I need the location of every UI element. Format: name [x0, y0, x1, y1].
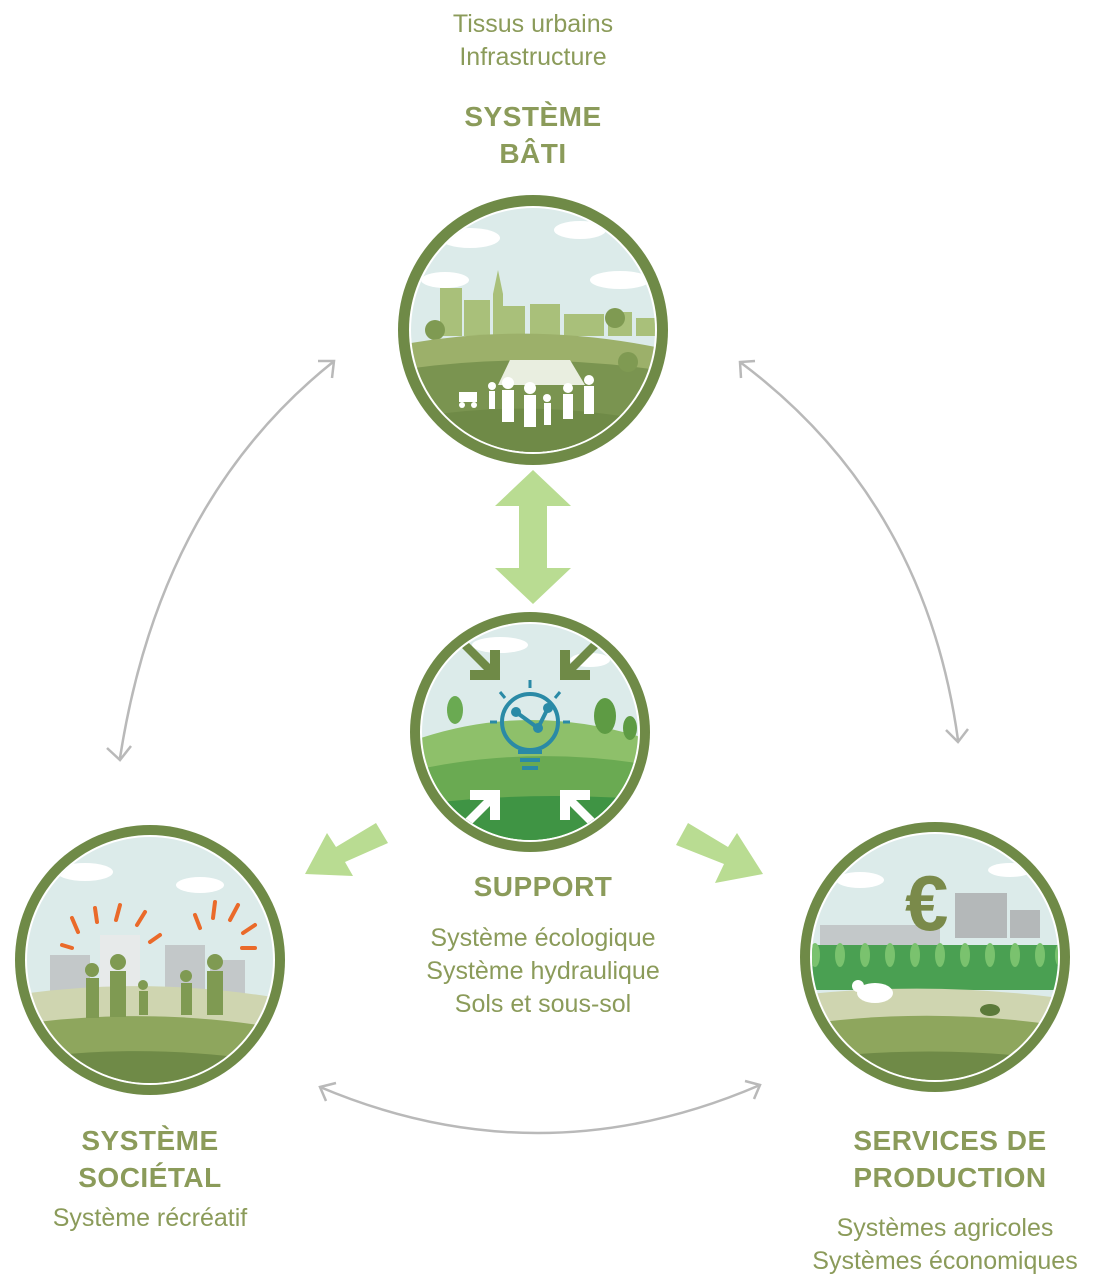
connector-bati-production: [738, 359, 969, 744]
production-details: Systèmes agricoles Systèmes économiques: [795, 1212, 1095, 1278]
production-title-line2: PRODUCTION: [853, 1162, 1047, 1193]
societal-title-line1: SYSTÈME: [81, 1125, 219, 1156]
bati-title: SYSTÈME BÂTI: [380, 98, 686, 172]
bati-title-line2: BÂTI: [499, 138, 567, 169]
production-detail-2: Systèmes économiques: [812, 1247, 1078, 1275]
bati-details: Tissus urbains Infrastructure: [380, 8, 686, 74]
production-circle-illustration: €: [800, 822, 1070, 1092]
double-arrow-bati-support: [495, 470, 571, 604]
support-details: Système écologique Système hydraulique S…: [370, 922, 716, 1021]
connector-bati-societal: [106, 359, 336, 762]
support-detail-2: Système hydraulique: [426, 957, 660, 985]
societal-title-line2: SOCIÉTAL: [78, 1162, 222, 1193]
societal-circle-illustration: [15, 825, 285, 1095]
support-detail-3: Sols et sous-sol: [454, 990, 632, 1018]
societal-details: Système récréatif: [0, 1202, 300, 1235]
societal-title: SYSTÈME SOCIÉTAL: [0, 1122, 300, 1196]
arrow-support-to-production: [676, 823, 763, 883]
bati-circle-illustration: [398, 195, 668, 465]
bati-title-line1: SYSTÈME: [464, 101, 602, 132]
production-title-line1: SERVICES DE: [853, 1125, 1047, 1156]
euro-icon: €: [905, 859, 948, 947]
production-detail-1: Systèmes agricoles: [836, 1214, 1054, 1242]
arrow-support-to-societal: [305, 823, 388, 876]
support-title: SUPPORT: [473, 871, 613, 902]
bati-detail-1: Tissus urbains: [452, 10, 614, 38]
production-title: SERVICES DE PRODUCTION: [800, 1122, 1095, 1196]
support-detail-1: Système écologique: [430, 924, 656, 952]
connector-societal-production: [318, 1079, 762, 1135]
bati-detail-2: Infrastructure: [459, 43, 607, 71]
support-circle-illustration: [410, 612, 650, 852]
societal-detail-1: Système récréatif: [52, 1204, 248, 1232]
